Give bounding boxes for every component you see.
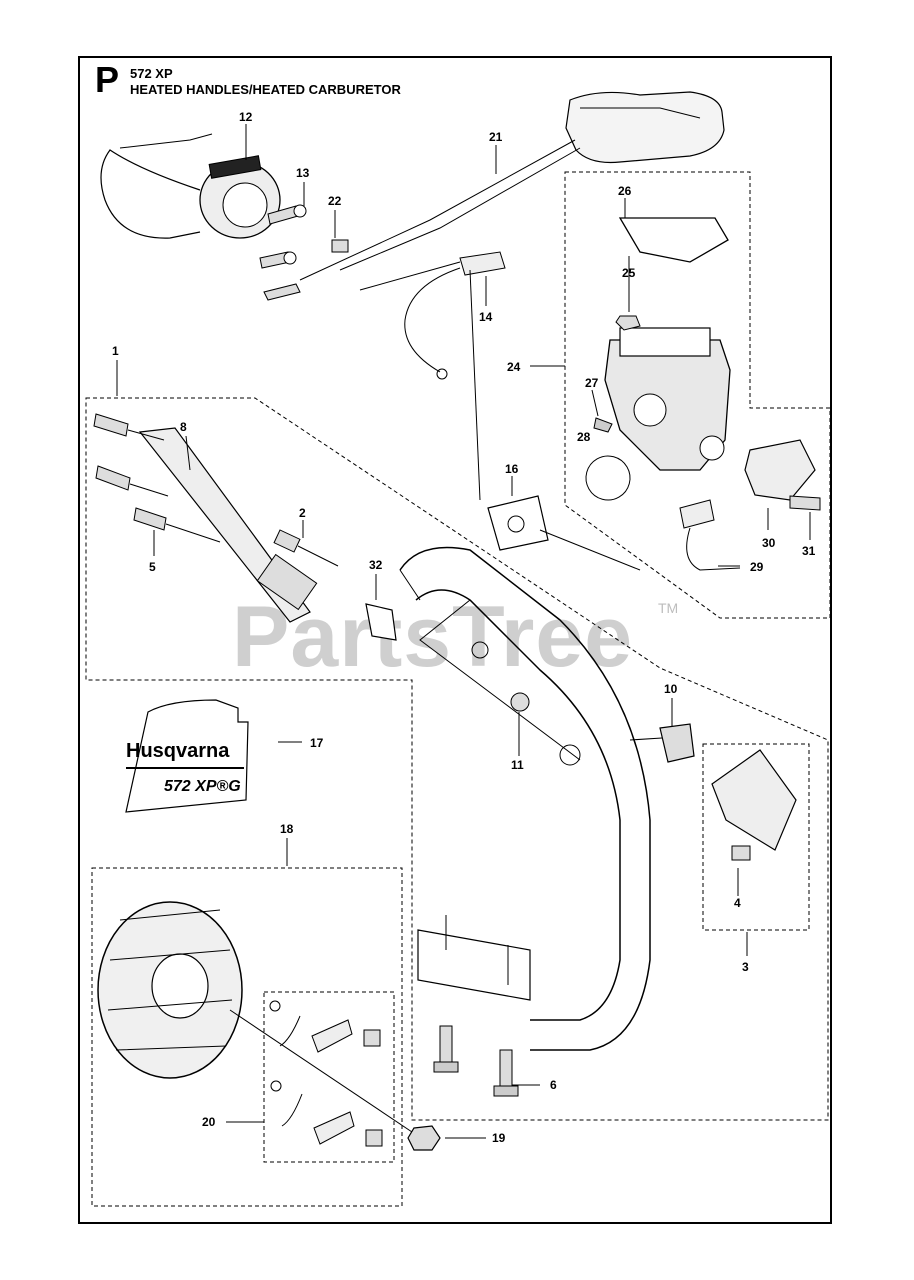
callout-20: 20 [202,1115,216,1129]
decal-17-outline [125,699,249,813]
part-27 [593,417,613,433]
callout-16: 16 [505,462,519,476]
bolts-5-part [93,413,221,543]
part-10 [659,723,695,763]
front-handle-part [399,546,651,1051]
page-title: HEATED HANDLES/HEATED CARBURETOR [130,82,401,97]
group-24-outline [564,171,831,619]
group-20-outline [263,991,395,1163]
callout-3: 3 [742,960,749,974]
bolt-6b-part [499,1049,513,1087]
handle-tube-8 [138,427,318,623]
callout-31: 31 [802,544,816,558]
callout-19: 19 [492,1131,506,1145]
callout-21: 21 [489,130,503,144]
callout-29: 29 [750,560,764,574]
callout-28: 28 [577,430,591,444]
bolt-6a-part [439,1025,453,1063]
diagram-frame [78,56,832,1224]
gasket-26-part [618,217,729,263]
callout-27: 27 [585,376,599,390]
flywheel-18-part [97,901,243,1079]
clip-32-part [365,603,397,641]
model-label: 572 XP [130,66,173,81]
callout-11: 11 [511,758,524,772]
callout-6: 6 [550,1078,557,1092]
oring-28-part [585,455,631,501]
carb-housing-part [604,327,731,471]
callout-18: 18 [280,822,294,836]
callout-14: 14 [479,310,493,324]
nut-19-part [407,1125,441,1151]
group-18-outline [91,867,403,1207]
callout-12: 12 [239,110,253,124]
decal-model: 572 XP®G [164,778,241,795]
callout-32: 32 [369,558,383,572]
group-3-outline [702,743,810,931]
callout-13: 13 [296,166,310,180]
heater-plate-16 [469,269,641,571]
heater-coil-part [100,133,281,239]
callout-30: 30 [762,536,776,550]
callout-5: 5 [149,560,156,574]
callout-2: 2 [299,506,306,520]
callout-8: 8 [180,420,187,434]
callout-4: 4 [734,896,741,910]
callout-24: 24 [507,360,521,374]
group-1-outline [85,397,829,1121]
switch-14-part [359,251,506,380]
callout-25: 25 [622,266,636,280]
callout-26: 26 [618,184,632,198]
nut-25-part [615,315,641,331]
connector-29-part [679,499,715,529]
screw-13-part [259,204,307,269]
part-4 [731,845,751,861]
section-letter: P [95,59,120,100]
watermark-tm: TM [658,600,679,616]
screw-31-part [789,495,821,511]
bolt-2-part [273,529,339,567]
heater-wire-21 [299,139,581,281]
mounting-bar-part [417,929,531,1001]
decal-brand: Husqvarna [126,740,230,762]
callout-17: 17 [310,736,324,750]
callout-10: 10 [664,682,678,696]
callout-1: 1 [112,344,119,358]
part-30 [744,439,816,501]
heater-3-part [711,749,797,851]
pawl-20-part [269,1000,383,1147]
callout-22: 22 [328,194,342,208]
rear-handle-part [565,91,725,164]
